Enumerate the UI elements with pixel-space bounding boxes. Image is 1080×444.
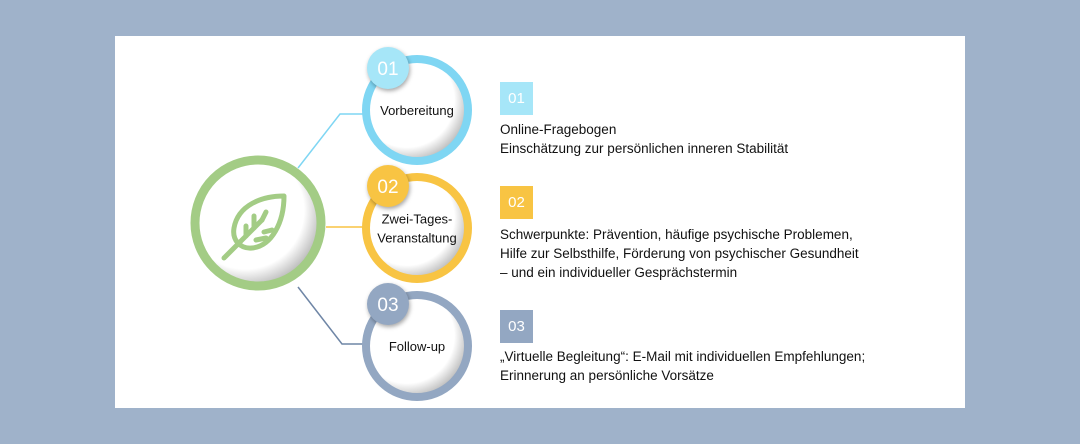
step-number: 01: [377, 59, 398, 80]
leaf-icon: [221, 193, 287, 261]
connector-3: [297, 286, 364, 345]
description-line: Erinnerung an persönliche Vorsätze: [500, 368, 714, 383]
step-number: 03: [377, 295, 398, 316]
step-title: Veranstaltung: [377, 231, 457, 246]
description-01: Online-Fragebogen Einschätzung zur persö…: [500, 120, 788, 158]
step-number: 02: [377, 177, 398, 198]
badge-03: 03: [500, 310, 533, 343]
step-title: Zwei-Tages-: [382, 212, 453, 227]
description-line: Hilfe zur Selbsthilfe, Förderung von psy…: [500, 246, 859, 261]
step-title: Vorbereitung: [380, 103, 454, 118]
description-line: Online-Fragebogen: [500, 122, 617, 137]
description-line: Einschätzung zur persönlichen inneren St…: [500, 141, 789, 156]
step-circle-02: Zwei-Tages- Veranstaltung 02: [362, 165, 472, 283]
step-number-badge: [367, 283, 409, 325]
description-line: „Virtuelle Begleitung“: E-Mail mit indiv…: [500, 349, 866, 364]
connector-1: [297, 113, 364, 169]
center-circle: [190, 155, 326, 291]
step-title: Follow-up: [389, 339, 445, 354]
description-line: Schwerpunkte: Prävention, häufige psychi…: [500, 227, 853, 242]
step-number-badge: [367, 47, 409, 89]
step-circle-03: Follow-up 03: [362, 283, 472, 401]
description-03: „Virtuelle Begleitung“: E-Mail mit indiv…: [500, 347, 865, 385]
description-02: Schwerpunkte: Prävention, häufige psychi…: [500, 225, 859, 282]
step-number-badge: [367, 165, 409, 207]
step-circle-01: Vorbereitung 01: [362, 47, 472, 165]
badge-02: 02: [500, 186, 533, 219]
description-line: – und ein individueller Gesprächstermin: [500, 265, 738, 280]
badge-01: 01: [500, 82, 533, 115]
